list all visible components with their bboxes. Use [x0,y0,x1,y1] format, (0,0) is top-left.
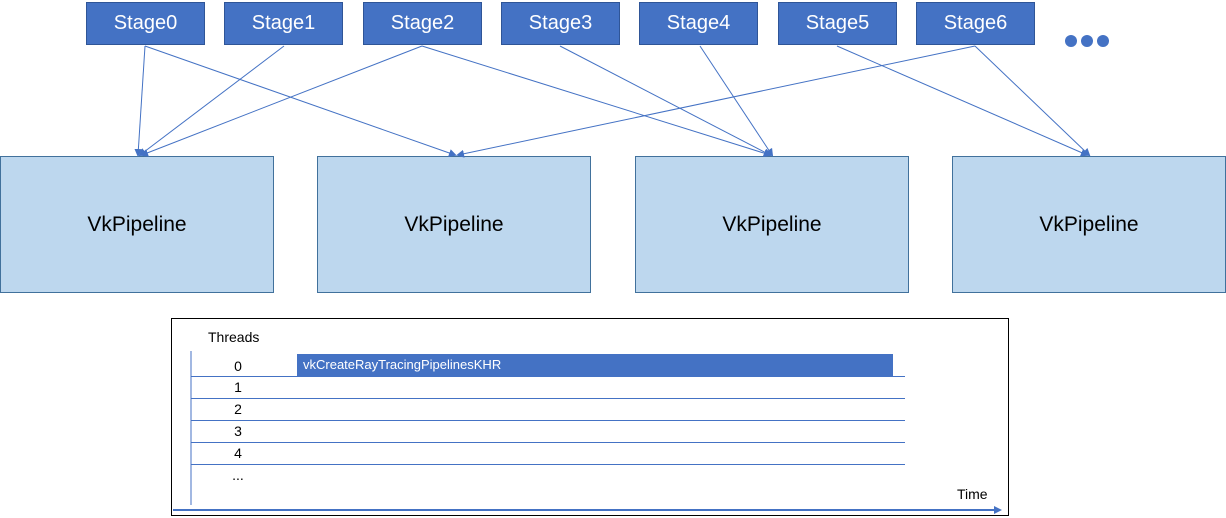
arrow-stage0-pipeline1 [134,45,146,157]
thread-timeline-panel: Threads 0 1 2 3 4 ... vkCreateRayTracing… [171,318,1009,516]
arrow-stage3-pipeline3 [559,45,772,156]
thread-row-divider [191,420,905,421]
thread-id-4: 4 [234,445,242,461]
arrow-stage5-pipeline4 [836,45,1089,157]
more-stages-dot [1081,35,1093,47]
more-stages-dot [1065,35,1077,47]
arrow-stage6-pipeline4 [974,45,1091,157]
pipeline-2-box: VkPipeline [317,156,591,293]
time-axis-label: Time [957,486,988,502]
more-stages-dot [1097,35,1109,47]
pipeline-4-box: VkPipeline [952,156,1226,293]
stage-4-label: Stage4 [666,12,731,34]
stage-4-box: Stage4 [639,2,758,45]
thread-id-more: ... [232,467,244,483]
stage-3-box: Stage3 [501,2,620,45]
thread-id-1: 1 [234,379,242,395]
stage-1-box: Stage1 [224,2,343,45]
pipeline-1-label: VkPipeline [87,212,187,236]
arrow-stage4-pipeline3 [699,45,774,157]
stage-2-label: Stage2 [390,12,455,34]
thread-row-divider [191,464,905,465]
thread-id-2: 2 [234,401,242,417]
arrow-stage6-pipeline2 [456,45,976,158]
pipeline-3-box: VkPipeline [635,156,909,293]
arrow-stage2-pipeline1 [140,45,423,157]
stage-2-box: Stage2 [363,2,482,45]
stage-5-box: Stage5 [778,2,897,45]
pipeline-1-box: VkPipeline [0,156,274,293]
pipeline-3-label: VkPipeline [722,212,822,236]
stage-6-label: Stage6 [943,12,1008,34]
arrow-stage1-pipeline1 [138,45,285,157]
thread-id-3: 3 [234,423,242,439]
stage-5-label: Stage5 [805,12,870,34]
arrow-stage2-pipeline3 [421,45,772,158]
thread-row-divider [191,398,905,399]
timeline-axes [173,351,1002,514]
pipeline-4-label: VkPipeline [1039,212,1139,236]
task-bar-label: vkCreateRayTracingPipelinesKHR [303,357,502,372]
threads-axis-label: Threads [208,329,260,345]
pipeline-2-label: VkPipeline [404,212,504,236]
stage-pipeline-connectors [134,45,1091,158]
stage-6-box: Stage6 [916,2,1035,45]
task-bar-thread-0: vkCreateRayTracingPipelinesKHR [297,354,893,376]
stage-3-label: Stage3 [528,12,593,34]
thread-row-divider [191,442,905,443]
arrow-stage0-pipeline2 [144,45,457,157]
thread-row-divider [191,376,905,377]
stage-0-box: Stage0 [86,2,205,45]
stage-0-label: Stage0 [113,12,178,34]
thread-id-0: 0 [234,358,242,374]
stage-1-label: Stage1 [251,12,316,34]
